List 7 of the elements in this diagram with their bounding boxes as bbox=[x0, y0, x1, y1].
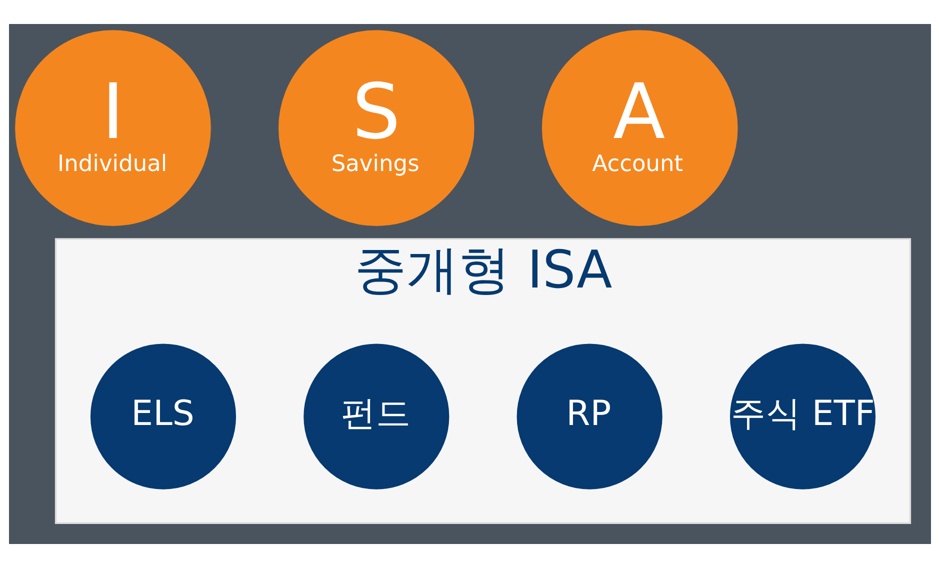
node-circle: A Account bbox=[541, 30, 738, 226]
node-circle: ELS bbox=[90, 343, 236, 489]
node-circle: I Individual bbox=[14, 30, 210, 226]
node-circle: 펀드 bbox=[303, 343, 449, 489]
node-circle: S Savings bbox=[278, 30, 474, 226]
node-circle: RP bbox=[516, 343, 662, 489]
node-circle: 주식 ETF bbox=[729, 343, 876, 489]
